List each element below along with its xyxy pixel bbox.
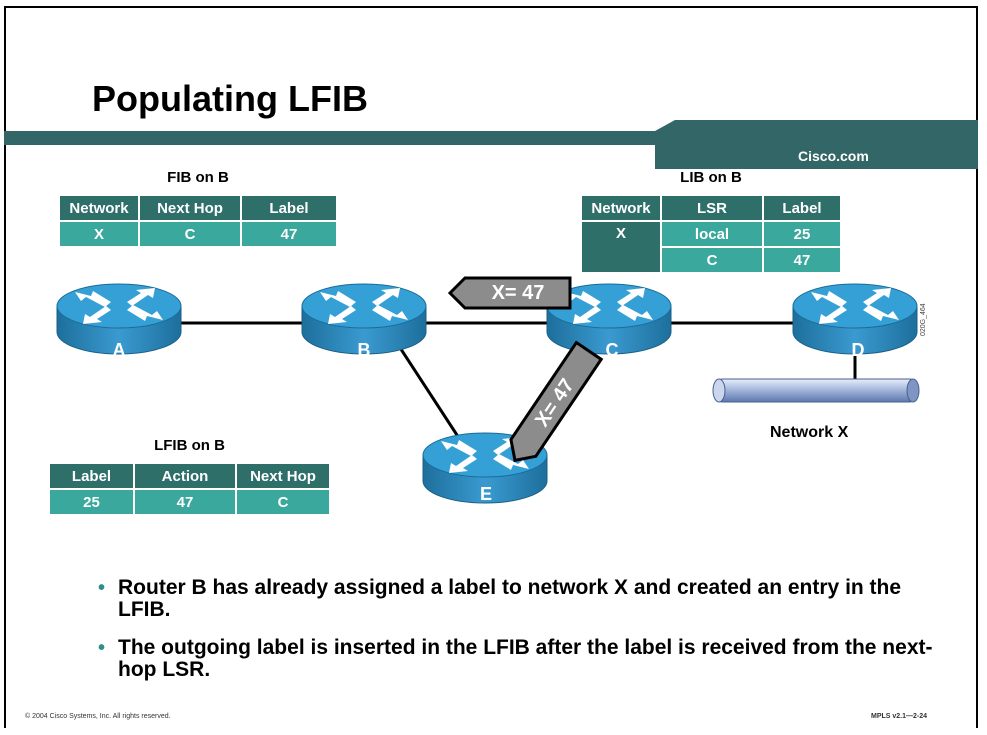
table-row: 25 47 C — [48, 488, 331, 516]
label-arrow-c-to-b-text: X= 47 — [492, 282, 545, 304]
fib-cell-next-hop: C — [138, 220, 242, 248]
lib-cell-label-2: 47 — [762, 246, 842, 274]
label-arrow-c-to-e: X= 47 — [509, 340, 604, 463]
lfib-header-label: Label — [48, 462, 135, 490]
lfib-header-next-hop: Next Hop — [235, 462, 331, 490]
bullet-text-2: The outgoing label is inserted in the LF… — [118, 636, 933, 681]
bullet-text-1: Router B has already assigned a label to… — [118, 576, 902, 621]
lfib-header-action: Action — [133, 462, 237, 490]
network-x-pipe — [712, 378, 920, 403]
fib-title: FIB on B — [167, 169, 229, 186]
slide-title: Populating LFIB — [92, 78, 368, 119]
list-item: • Router B has already assigned a label t… — [90, 577, 950, 621]
lib-cell-lsr-1: local — [660, 220, 764, 248]
lib-title: LIB on B — [680, 169, 742, 186]
lib-cell-lsr-2: C — [660, 246, 764, 274]
lib-header-row: Network LSR Label — [580, 194, 842, 222]
bullet-icon: • — [98, 577, 106, 599]
bullet-icon: • — [98, 637, 106, 659]
network-x-label: Network X — [770, 424, 849, 441]
fib-cell-network: X — [58, 220, 140, 248]
table-row: C 47 — [581, 246, 842, 274]
lib-header-lsr: LSR — [660, 194, 764, 222]
fib-table: Network Next Hop Label X C 47 — [58, 194, 338, 248]
fib-header-label: Label — [240, 194, 338, 222]
fib-header-row: Network Next Hop Label — [58, 194, 338, 222]
brand-bar — [655, 144, 978, 169]
lfib-header-row: Label Action Next Hop — [48, 462, 331, 490]
lfib-title: LFIB on B — [154, 437, 225, 454]
header-banner — [4, 120, 978, 145]
lfib-cell-action: 47 — [133, 488, 237, 516]
footer-copyright: © 2004 Cisco Systems, Inc. All rights re… — [25, 713, 171, 720]
lib-table: Network LSR Label X local 25 C 47 — [580, 194, 842, 274]
label-arrow-c-to-b: X= 47 — [447, 276, 572, 310]
figure-id: 020G_464 — [920, 303, 927, 336]
lib-header-label: Label — [762, 194, 842, 222]
fib-header-next-hop: Next Hop — [138, 194, 242, 222]
lfib-cell-next-hop: C — [235, 488, 331, 516]
table-row: X C 47 — [58, 220, 338, 248]
fib-header-network: Network — [58, 194, 140, 222]
router-b-label: B — [358, 340, 371, 360]
router-a-label: A — [113, 340, 126, 360]
cisco-brand-text: Cisco.com — [798, 148, 869, 164]
lfib-table: Label Action Next Hop 25 47 C — [48, 462, 331, 516]
router-d-label: D — [852, 340, 865, 360]
table-row: X local 25 — [580, 220, 842, 274]
router-e-label: E — [480, 484, 492, 504]
lib-cell-label-1: 25 — [762, 220, 842, 248]
slide-frame — [4, 6, 978, 728]
list-item: • The outgoing label is inserted in the L… — [90, 637, 950, 681]
lib-cell-network: X — [580, 220, 662, 274]
footer-course-id: MPLS v2.1—2-24 — [871, 713, 928, 720]
fib-cell-label: 47 — [240, 220, 338, 248]
bullet-list: • Router B has already assigned a label t… — [90, 577, 950, 697]
router-c-label: C — [606, 340, 619, 360]
lfib-cell-label: 25 — [48, 488, 135, 516]
lib-header-network: Network — [580, 194, 662, 222]
